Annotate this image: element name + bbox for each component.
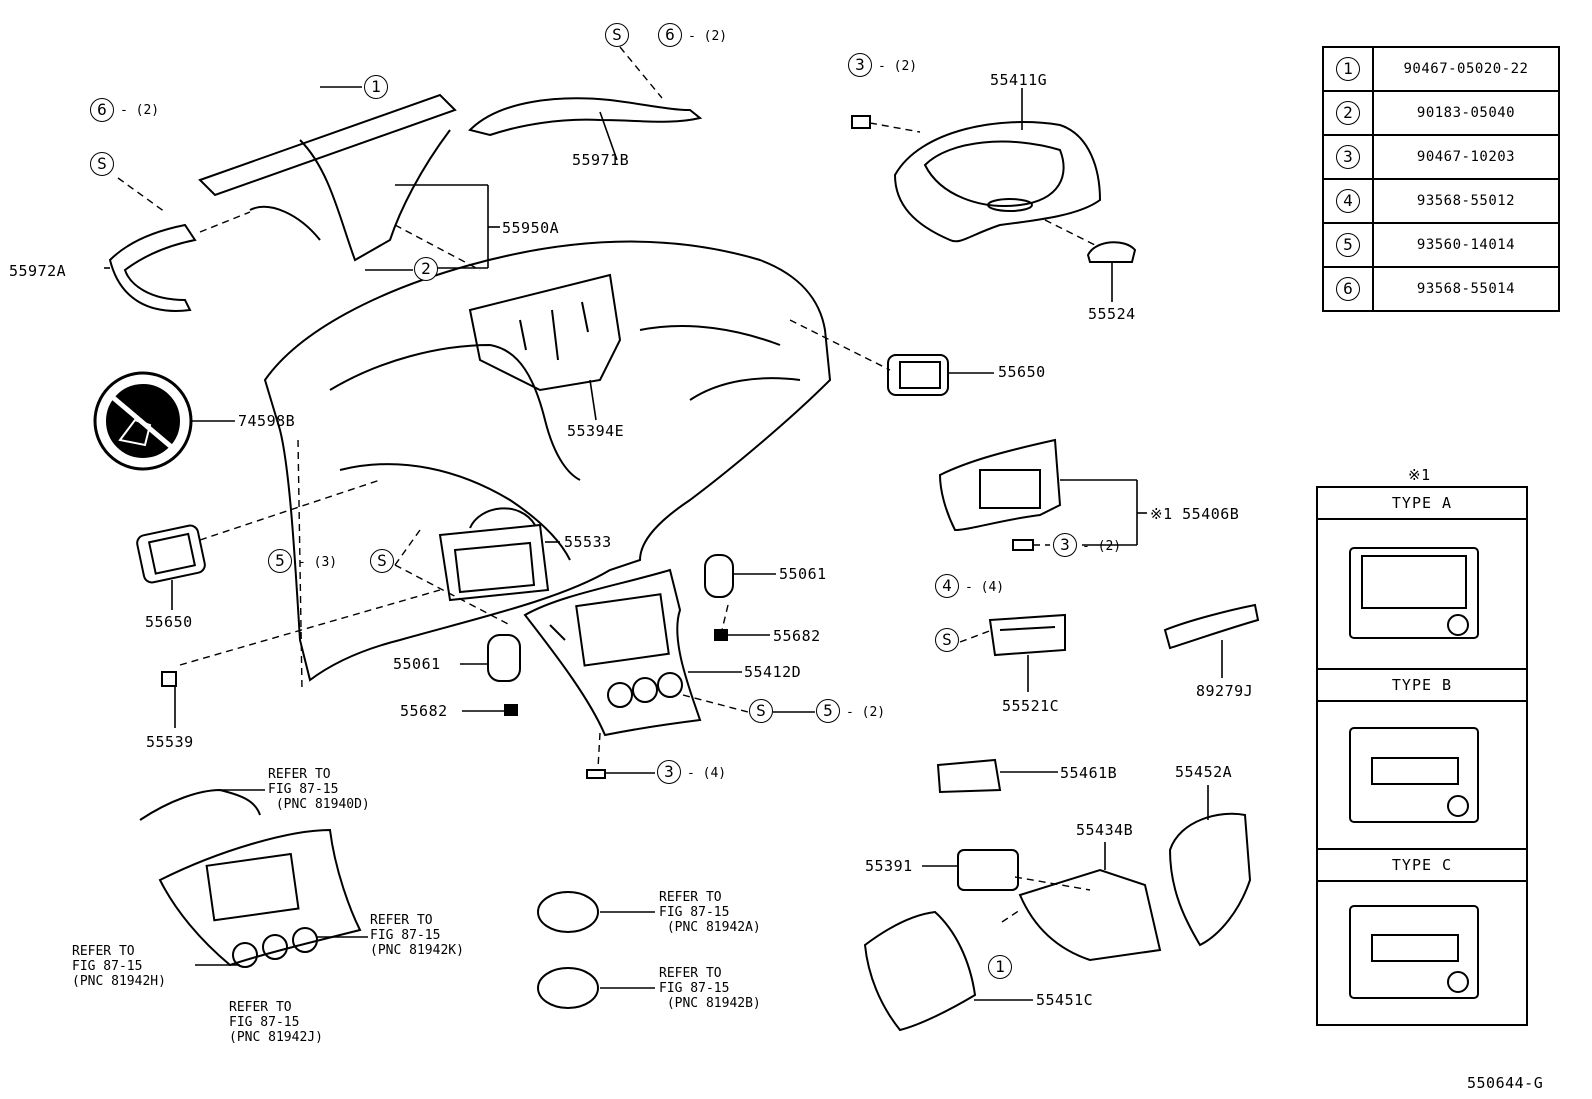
part-label-55406B[interactable]: ※1 55406B bbox=[1150, 505, 1240, 523]
part-label-55394E[interactable]: 55394E bbox=[567, 422, 625, 440]
refer-note-81942K[interactable]: REFER TO FIG 87-15 (PNC 81942K) bbox=[370, 913, 464, 958]
figure-code: 550644-G bbox=[1467, 1074, 1544, 1092]
type-c-heading: TYPE C bbox=[1318, 850, 1526, 882]
callout-6-left-qty: - (2) bbox=[120, 103, 160, 118]
part-number-cell: 93560-14014 bbox=[1372, 222, 1560, 268]
part-label-55412D[interactable]: 55412D bbox=[744, 663, 802, 681]
ref-number: 5 bbox=[1336, 233, 1360, 257]
part-label-89279J[interactable]: 89279J bbox=[1196, 682, 1254, 700]
callout-6-left: 6 bbox=[90, 98, 114, 122]
callout-s-mid-right: S bbox=[935, 628, 959, 652]
ref-number: 1 bbox=[1336, 57, 1360, 81]
callout-3-mid: 3 bbox=[1053, 533, 1077, 557]
callout-3-bottom: 3 bbox=[657, 760, 681, 784]
ref-number: 2 bbox=[1336, 101, 1360, 125]
part-label-55650-right[interactable]: 55650 bbox=[998, 363, 1046, 381]
table-row[interactable]: 2 90183-05040 bbox=[1322, 90, 1560, 136]
callout-3-top-qty: - (2) bbox=[878, 59, 918, 74]
callout-s-top: S bbox=[605, 23, 629, 47]
callout-6-top: 6 bbox=[658, 23, 682, 47]
part-label-55682-left[interactable]: 55682 bbox=[400, 702, 448, 720]
part-number-cell: 90467-05020-22 bbox=[1372, 46, 1560, 92]
type-divider bbox=[1318, 848, 1526, 850]
part-label-55533[interactable]: 55533 bbox=[564, 533, 612, 551]
callout-3-bottom-qty: - (4) bbox=[687, 766, 727, 781]
part-number-cell: 90183-05040 bbox=[1372, 90, 1560, 136]
fastener-parts-table: 1 90467-05020-22 2 90183-05040 3 90467-1… bbox=[1322, 46, 1560, 312]
instrument-panel-outline bbox=[263, 240, 832, 682]
part-label-55411G[interactable]: 55411G bbox=[990, 71, 1048, 89]
callout-5-left-qty: - (3) bbox=[298, 555, 338, 570]
callout-3-mid-qty: - (2) bbox=[1082, 539, 1122, 554]
type-a-heading: TYPE A bbox=[1318, 488, 1526, 520]
part-label-55061-right[interactable]: 55061 bbox=[779, 565, 827, 583]
part-number-cell: 93568-55014 bbox=[1372, 266, 1560, 312]
duct-55972A bbox=[108, 223, 197, 312]
part-label-55434B[interactable]: 55434B bbox=[1076, 821, 1134, 839]
center-cluster-55412D bbox=[523, 568, 702, 737]
part-label-74598B[interactable]: 74598B bbox=[238, 412, 296, 430]
airbag-label-74598B bbox=[93, 371, 193, 471]
type-b-heading: TYPE B bbox=[1318, 670, 1526, 702]
callout-s-bottom: S bbox=[749, 699, 773, 723]
refer-note-81942A[interactable]: REFER TO FIG 87-15 (PNC 81942A) bbox=[659, 890, 761, 935]
switch-icon-81942A bbox=[537, 891, 599, 933]
switch-icon-81942B bbox=[537, 967, 599, 1009]
callout-4: 4 bbox=[935, 574, 959, 598]
callout-s-mid-left: S bbox=[370, 549, 394, 573]
callout-5-right: 5 bbox=[816, 699, 840, 723]
part-label-55682-right[interactable]: 55682 bbox=[773, 627, 821, 645]
part-label-55061-left[interactable]: 55061 bbox=[393, 655, 441, 673]
callout-1-top: 1 bbox=[364, 75, 388, 99]
part-label-55391[interactable]: 55391 bbox=[865, 857, 913, 875]
callout-6-top-qty: - (2) bbox=[688, 29, 728, 44]
ref-number: 6 bbox=[1336, 277, 1360, 301]
type-box-marker: ※1 bbox=[1408, 466, 1431, 484]
part-label-55650-left[interactable]: 55650 bbox=[145, 613, 193, 631]
table-row[interactable]: 1 90467-05020-22 bbox=[1322, 46, 1560, 92]
refer-note-81942H[interactable]: REFER TO FIG 87-15 (PNC 81942H) bbox=[72, 944, 166, 989]
callout-1-bottom: 1 bbox=[988, 955, 1012, 979]
ref-number: 3 bbox=[1336, 145, 1360, 169]
callout-2: 2 bbox=[414, 257, 438, 281]
part-label-55972A[interactable]: 55972A bbox=[9, 262, 67, 280]
part-label-55950A[interactable]: 55950A bbox=[502, 219, 560, 237]
part-label-55451C[interactable]: 55451C bbox=[1036, 991, 1094, 1009]
refer-note-81940D[interactable]: REFER TO FIG 87-15 (PNC 81940D) bbox=[268, 767, 370, 812]
part-number-cell: 90467-10203 bbox=[1372, 134, 1560, 180]
part-label-55524[interactable]: 55524 bbox=[1088, 305, 1136, 323]
part-label-55452A[interactable]: 55452A bbox=[1175, 763, 1233, 781]
part-number-cell: 93568-55012 bbox=[1372, 178, 1560, 224]
callout-4-qty: - (4) bbox=[965, 580, 1005, 595]
callout-s-left: S bbox=[90, 152, 114, 176]
table-row[interactable]: 5 93560-14014 bbox=[1322, 222, 1560, 268]
part-label-55539[interactable]: 55539 bbox=[146, 733, 194, 751]
table-row[interactable]: 4 93568-55012 bbox=[1322, 178, 1560, 224]
refer-note-81942J[interactable]: REFER TO FIG 87-15 (PNC 81942J) bbox=[229, 1000, 323, 1045]
table-row[interactable]: 6 93568-55014 bbox=[1322, 266, 1560, 312]
part-label-55971B[interactable]: 55971B bbox=[572, 151, 630, 169]
type-variant-box: TYPE A TYPE B TYPE C bbox=[1316, 486, 1528, 1026]
ref-number: 4 bbox=[1336, 189, 1360, 213]
part-label-55521C[interactable]: 55521C bbox=[1002, 697, 1060, 715]
callout-5-right-qty: - (2) bbox=[846, 705, 886, 720]
type-divider bbox=[1318, 668, 1526, 670]
callout-5-left: 5 bbox=[268, 549, 292, 573]
table-row[interactable]: 3 90467-10203 bbox=[1322, 134, 1560, 180]
duct-55950A bbox=[198, 93, 457, 197]
refer-note-81942B[interactable]: REFER TO FIG 87-15 (PNC 81942B) bbox=[659, 966, 761, 1011]
callout-3-top: 3 bbox=[848, 53, 872, 77]
part-label-55461B[interactable]: 55461B bbox=[1060, 764, 1118, 782]
